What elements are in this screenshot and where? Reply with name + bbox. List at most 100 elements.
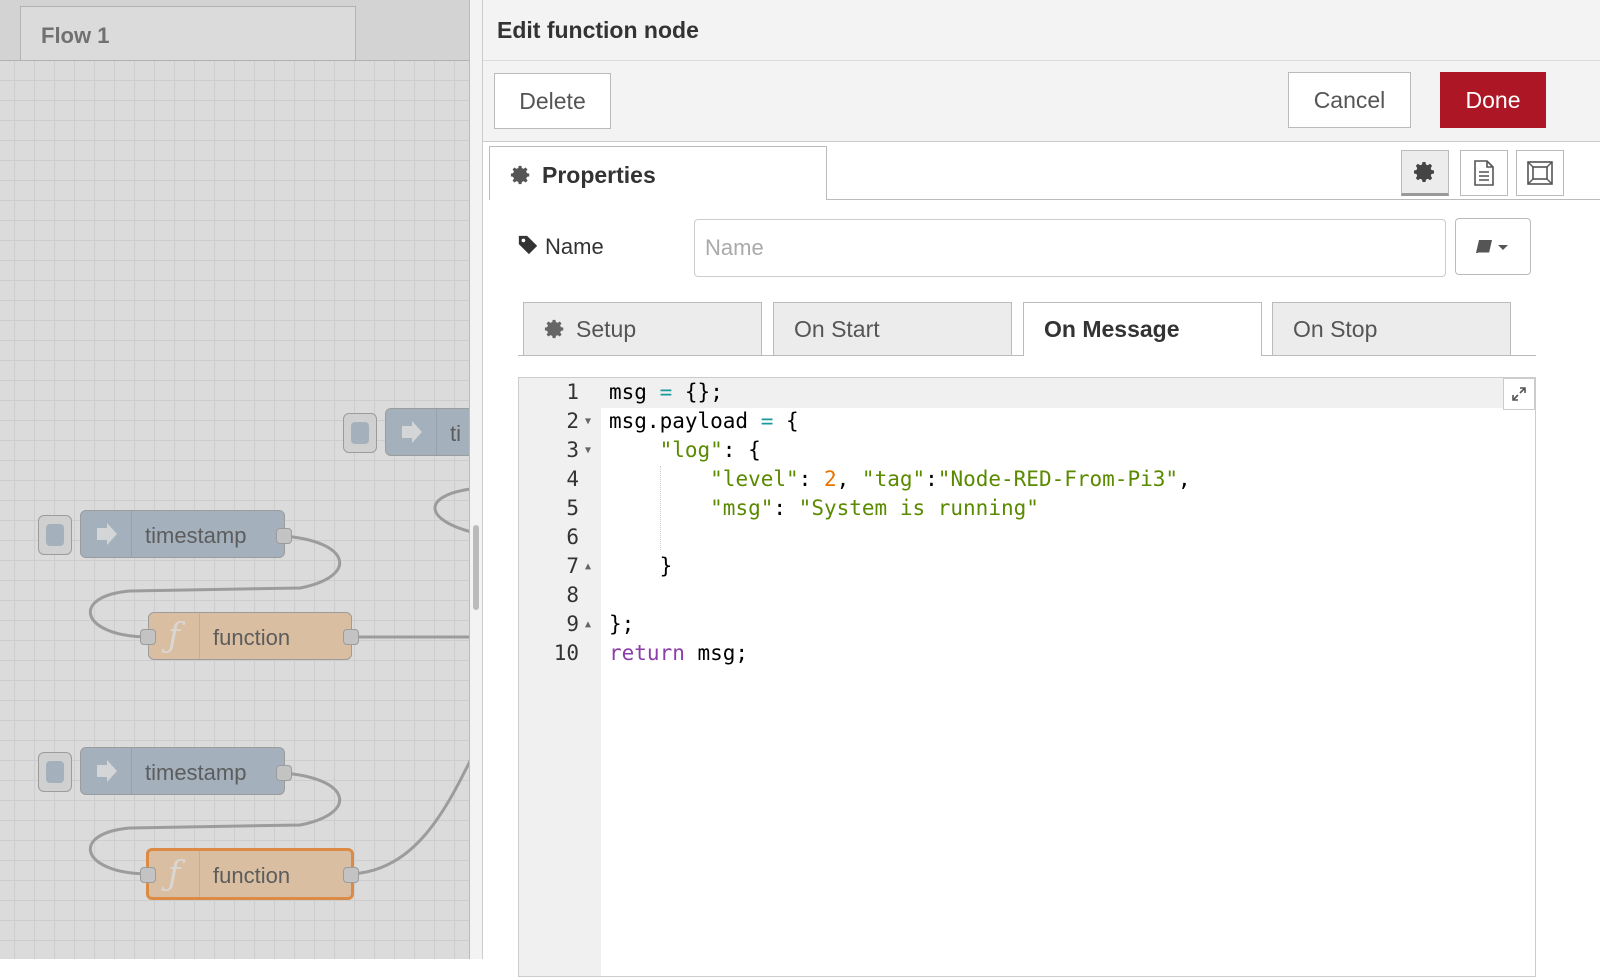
properties-view-button[interactable] bbox=[1401, 150, 1449, 196]
arrow-right-icon bbox=[81, 511, 132, 557]
input-port[interactable] bbox=[140, 629, 156, 645]
code-line: 3 ▼ "log": { bbox=[519, 436, 1535, 465]
code-text: } bbox=[659, 554, 673, 578]
wire bbox=[349, 740, 480, 876]
description-view-button[interactable] bbox=[1460, 150, 1508, 196]
tab-on-start[interactable]: On Start bbox=[773, 302, 1012, 356]
appearance-view-button[interactable] bbox=[1516, 150, 1564, 196]
code-line: 10 return msg; bbox=[519, 639, 1535, 668]
appearance-icon bbox=[1527, 161, 1553, 185]
node-label: timestamp bbox=[145, 523, 247, 548]
output-port[interactable] bbox=[343, 629, 359, 645]
subtab-divider bbox=[1261, 355, 1536, 356]
output-port[interactable] bbox=[276, 765, 292, 781]
inject-node[interactable]: timestamp bbox=[80, 747, 285, 795]
line-number: 1 bbox=[566, 380, 579, 404]
fold-down-icon[interactable]: ▼ bbox=[585, 416, 592, 427]
active-line-highlight bbox=[519, 378, 1535, 408]
function-icon: ƒ bbox=[149, 851, 200, 897]
expand-icon bbox=[1512, 387, 1526, 401]
arrow-right-icon bbox=[386, 409, 437, 455]
line-number: 8 bbox=[566, 583, 579, 607]
inject-button[interactable] bbox=[38, 515, 72, 555]
node-label: ti bbox=[450, 421, 461, 446]
gear-icon bbox=[1414, 162, 1434, 182]
flow-tab[interactable]: Flow 1 bbox=[20, 6, 356, 60]
tab-on-stop-label: On Stop bbox=[1293, 316, 1378, 342]
code-text: msg = {}; bbox=[609, 380, 723, 404]
edit-tray: Edit function node Delete Cancel Done Pr… bbox=[469, 0, 1600, 977]
code-text: }; bbox=[609, 612, 635, 636]
book-icon bbox=[1476, 239, 1508, 253]
done-button[interactable]: Done bbox=[1440, 72, 1546, 128]
name-label: Name bbox=[517, 234, 604, 260]
code-line: 5 "msg": "System is running" bbox=[519, 494, 1535, 523]
code-line: 2 ▼ msg.payload = { bbox=[519, 407, 1535, 436]
code-text: "level": 2, "tag":"Node-RED-From-Pi3", bbox=[710, 467, 1191, 491]
tab-on-stop[interactable]: On Stop bbox=[1272, 302, 1511, 356]
inject-button[interactable] bbox=[38, 752, 72, 792]
arrow-right-icon bbox=[81, 748, 132, 794]
code-line: 4 "level": 2, "tag":"Node-RED-From-Pi3", bbox=[519, 465, 1535, 494]
code-line: 6 bbox=[519, 523, 1535, 552]
code-text: msg.payload = { bbox=[609, 409, 799, 433]
tab-properties[interactable]: Properties bbox=[489, 146, 827, 200]
tray-toolbar: Delete Cancel Done bbox=[483, 61, 1600, 142]
flow-canvas[interactable]: ti timestamp ƒ function timestamp bbox=[0, 61, 480, 959]
name-input[interactable] bbox=[694, 219, 1446, 277]
inject-button[interactable] bbox=[343, 413, 377, 453]
line-number: 3 bbox=[566, 438, 579, 462]
expand-editor-button[interactable] bbox=[1503, 378, 1535, 410]
tab-on-message[interactable]: On Message bbox=[1023, 302, 1262, 356]
line-number: 7 bbox=[566, 554, 579, 578]
tab-setup[interactable]: Setup bbox=[523, 302, 762, 356]
code-line: 8 bbox=[519, 581, 1535, 610]
tray-header: Edit function node bbox=[483, 0, 1600, 61]
indent-guide bbox=[660, 466, 661, 550]
tray-title: Edit function node bbox=[497, 17, 699, 43]
code-line: 1 msg = {}; bbox=[519, 378, 1535, 407]
fold-up-icon[interactable]: ▲ bbox=[585, 561, 592, 572]
document-icon bbox=[1474, 160, 1494, 186]
cancel-button[interactable]: Cancel bbox=[1288, 72, 1411, 128]
line-number: 5 bbox=[566, 496, 579, 520]
wire bbox=[88, 771, 342, 876]
tray-resize-handle[interactable] bbox=[470, 0, 483, 959]
tab-setup-label: Setup bbox=[576, 316, 637, 342]
node-label: timestamp bbox=[145, 760, 247, 785]
code-line: 7 ▲ } bbox=[519, 552, 1535, 581]
line-number: 4 bbox=[566, 467, 579, 491]
inject-node[interactable]: ti bbox=[385, 408, 480, 456]
inject-node[interactable]: timestamp bbox=[80, 510, 285, 558]
node-label: function bbox=[213, 863, 291, 888]
fold-up-icon[interactable]: ▲ bbox=[585, 619, 592, 630]
input-port[interactable] bbox=[140, 867, 156, 883]
flow-tab-label: Flow 1 bbox=[41, 23, 110, 48]
line-number: 9 bbox=[566, 612, 579, 636]
output-port[interactable] bbox=[343, 867, 359, 883]
fold-down-icon[interactable]: ▼ bbox=[585, 445, 592, 456]
subtab-divider bbox=[518, 355, 1023, 356]
code-text: "msg": "System is running" bbox=[710, 496, 1039, 520]
line-number: 10 bbox=[553, 641, 579, 665]
line-number: 2 bbox=[566, 409, 579, 433]
function-icon: ƒ bbox=[149, 613, 200, 659]
function-node-selected[interactable]: ƒ function bbox=[146, 848, 354, 900]
tab-on-start-label: On Start bbox=[794, 316, 880, 342]
wires bbox=[88, 486, 480, 876]
code-line: 9 ▲ }; bbox=[519, 610, 1535, 639]
gear-icon bbox=[544, 319, 564, 339]
node-label: function bbox=[213, 625, 291, 650]
line-number: 6 bbox=[566, 525, 579, 549]
tag-icon bbox=[518, 235, 538, 255]
wire bbox=[433, 486, 480, 536]
tab-on-message-label: On Message bbox=[1044, 316, 1180, 342]
code-editor[interactable]: 1 msg = {}; 2 ▼ msg.payload = { 3 ▼ "log… bbox=[518, 377, 1536, 977]
workspace: Flow 1 ti timestamp bbox=[0, 0, 480, 959]
delete-button[interactable]: Delete bbox=[494, 73, 611, 129]
function-node[interactable]: ƒ function bbox=[148, 612, 352, 660]
code-text: "log": { bbox=[659, 438, 761, 462]
library-button[interactable] bbox=[1455, 218, 1531, 275]
output-port[interactable] bbox=[276, 528, 292, 544]
tab-properties-label: Properties bbox=[542, 162, 656, 188]
